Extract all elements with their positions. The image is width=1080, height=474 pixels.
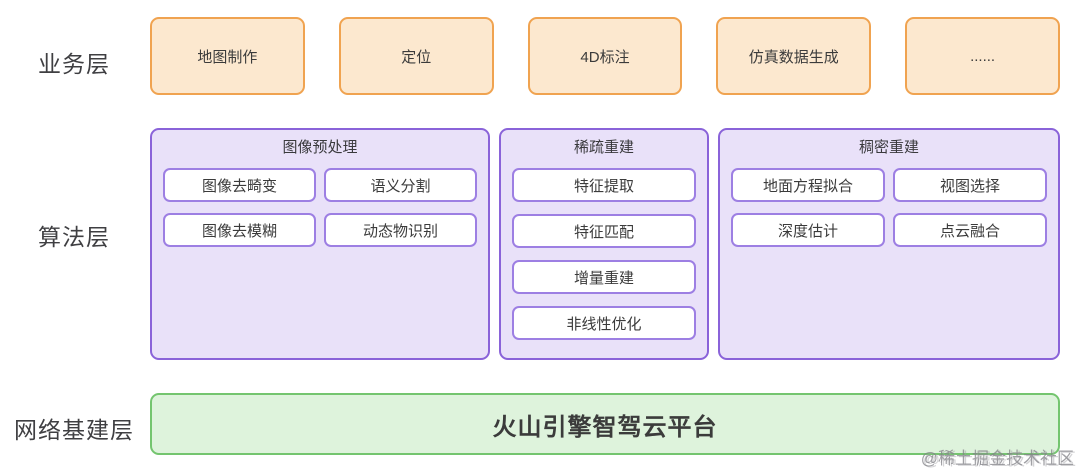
algorithm-item-semantic-segmentation: 语义分割 — [324, 168, 477, 202]
algorithm-item-undistortion: 图像去畸变 — [163, 168, 316, 202]
business-box-localization: 定位 — [338, 17, 494, 95]
algorithm-group-title: 图像预处理 — [282, 139, 358, 156]
algorithm-item-incremental-reconstruction: 增量重建 — [512, 260, 696, 294]
algorithm-item-view-selection: 视图选择 — [893, 168, 1047, 202]
algorithm-item-feature-extraction: 特征提取 — [512, 168, 696, 202]
watermark: @稀土掘金技术社区 — [920, 449, 1074, 468]
algorithm-item-nonlinear-optimization: 非线性优化 — [512, 306, 696, 340]
business-box-map-making: 地图制作 — [150, 17, 305, 95]
algorithm-layer-label: 算法层 — [38, 224, 110, 250]
algorithm-item-deblurring: 图像去模糊 — [163, 213, 316, 247]
infrastructure-platform-box: 火山引擎智驾云平台 — [150, 393, 1060, 455]
business-box-ellipsis: ...... — [905, 17, 1060, 95]
business-layer-label: 业务层 — [38, 51, 110, 77]
business-box-simulation-data: 仿真数据生成 — [716, 17, 872, 95]
business-box-4d-annotation: 4D标注 — [527, 17, 683, 95]
algorithm-item-depth-estimation: 深度估计 — [731, 213, 885, 247]
algorithm-item-dynamic-object-recognition: 动态物识别 — [324, 213, 477, 247]
algorithm-item-feature-matching: 特征匹配 — [512, 214, 696, 248]
algorithm-group-title: 稀疏重建 — [573, 139, 634, 156]
algorithm-item-ground-equation-fitting: 地面方程拟合 — [731, 168, 885, 202]
algorithm-item-point-cloud-fusion: 点云融合 — [893, 213, 1047, 247]
algorithm-group-grid: 图像去畸变 语义分割 图像去模糊 动态物识别 — [163, 168, 477, 247]
infrastructure-layer-label: 网络基建层 — [14, 417, 134, 443]
algorithm-layer-row: 图像预处理 图像去畸变 语义分割 图像去模糊 动态物识别 稀疏重建 特征提取 特… — [150, 128, 1060, 360]
algorithm-group-image-preprocessing: 图像预处理 图像去畸变 语义分割 图像去模糊 动态物识别 — [150, 128, 490, 360]
algorithm-group-dense-reconstruction: 稠密重建 地面方程拟合 视图选择 深度估计 点云融合 — [718, 128, 1060, 360]
business-layer-row: 地图制作 定位 4D标注 仿真数据生成 ...... — [150, 17, 1060, 95]
algorithm-group-grid: 特征提取 特征匹配 增量重建 非线性优化 — [512, 168, 696, 340]
algorithm-group-title: 稠密重建 — [858, 139, 919, 156]
algorithm-group-sparse-reconstruction: 稀疏重建 特征提取 特征匹配 增量重建 非线性优化 — [499, 128, 709, 360]
algorithm-group-grid: 地面方程拟合 视图选择 深度估计 点云融合 — [731, 168, 1047, 247]
